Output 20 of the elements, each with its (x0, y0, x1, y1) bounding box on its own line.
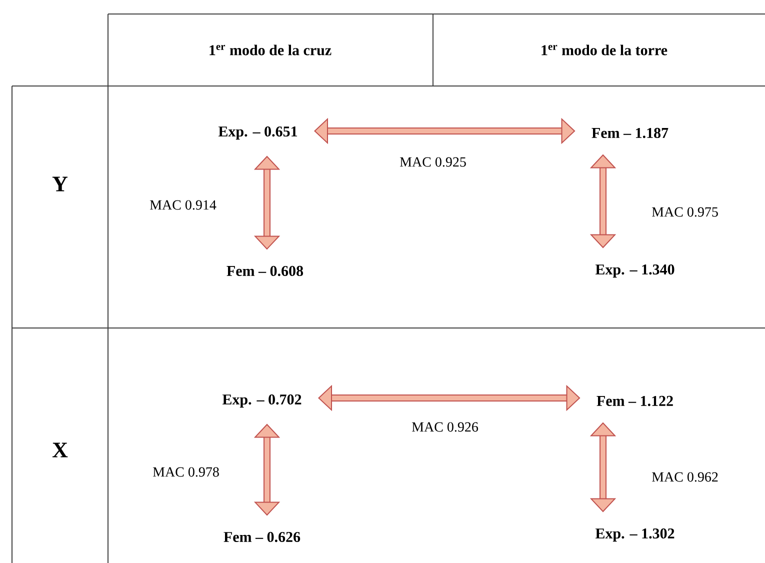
edge-label: MAC 0.978 (152, 466, 220, 478)
value-text: Exp. – 1.340 (595, 264, 674, 278)
value-text: Exp. – 0.651 (218, 126, 298, 140)
value-text: Exp. – 0.702 (222, 394, 302, 408)
edge-label: MAC 0.962 (650, 471, 720, 483)
value-text: Fem – 1.187 (592, 128, 668, 138)
row-label: Y (52, 176, 68, 192)
edge-label: MAC 0.914 (148, 199, 218, 211)
value-text: Exp. – 1.302 (595, 528, 674, 542)
double-arrow (314, 118, 576, 144)
value-text: Fem – 0.608 (226, 266, 304, 276)
row-label: X (52, 442, 68, 458)
edge-label: MAC 0.925 (398, 156, 468, 168)
value-text: Fem – 0.626 (224, 532, 300, 542)
edge-label: MAC 0.926 (410, 421, 480, 433)
header-cell: 1$^{er}$ modo de la torre (542, 44, 668, 56)
value-text: Fem – 1.122 (596, 396, 673, 406)
double-arrow (318, 384, 580, 412)
header-cell: 1$^{er}$ modo de la cruz (210, 44, 332, 56)
edge-label: MAC 0.975 (650, 206, 720, 218)
